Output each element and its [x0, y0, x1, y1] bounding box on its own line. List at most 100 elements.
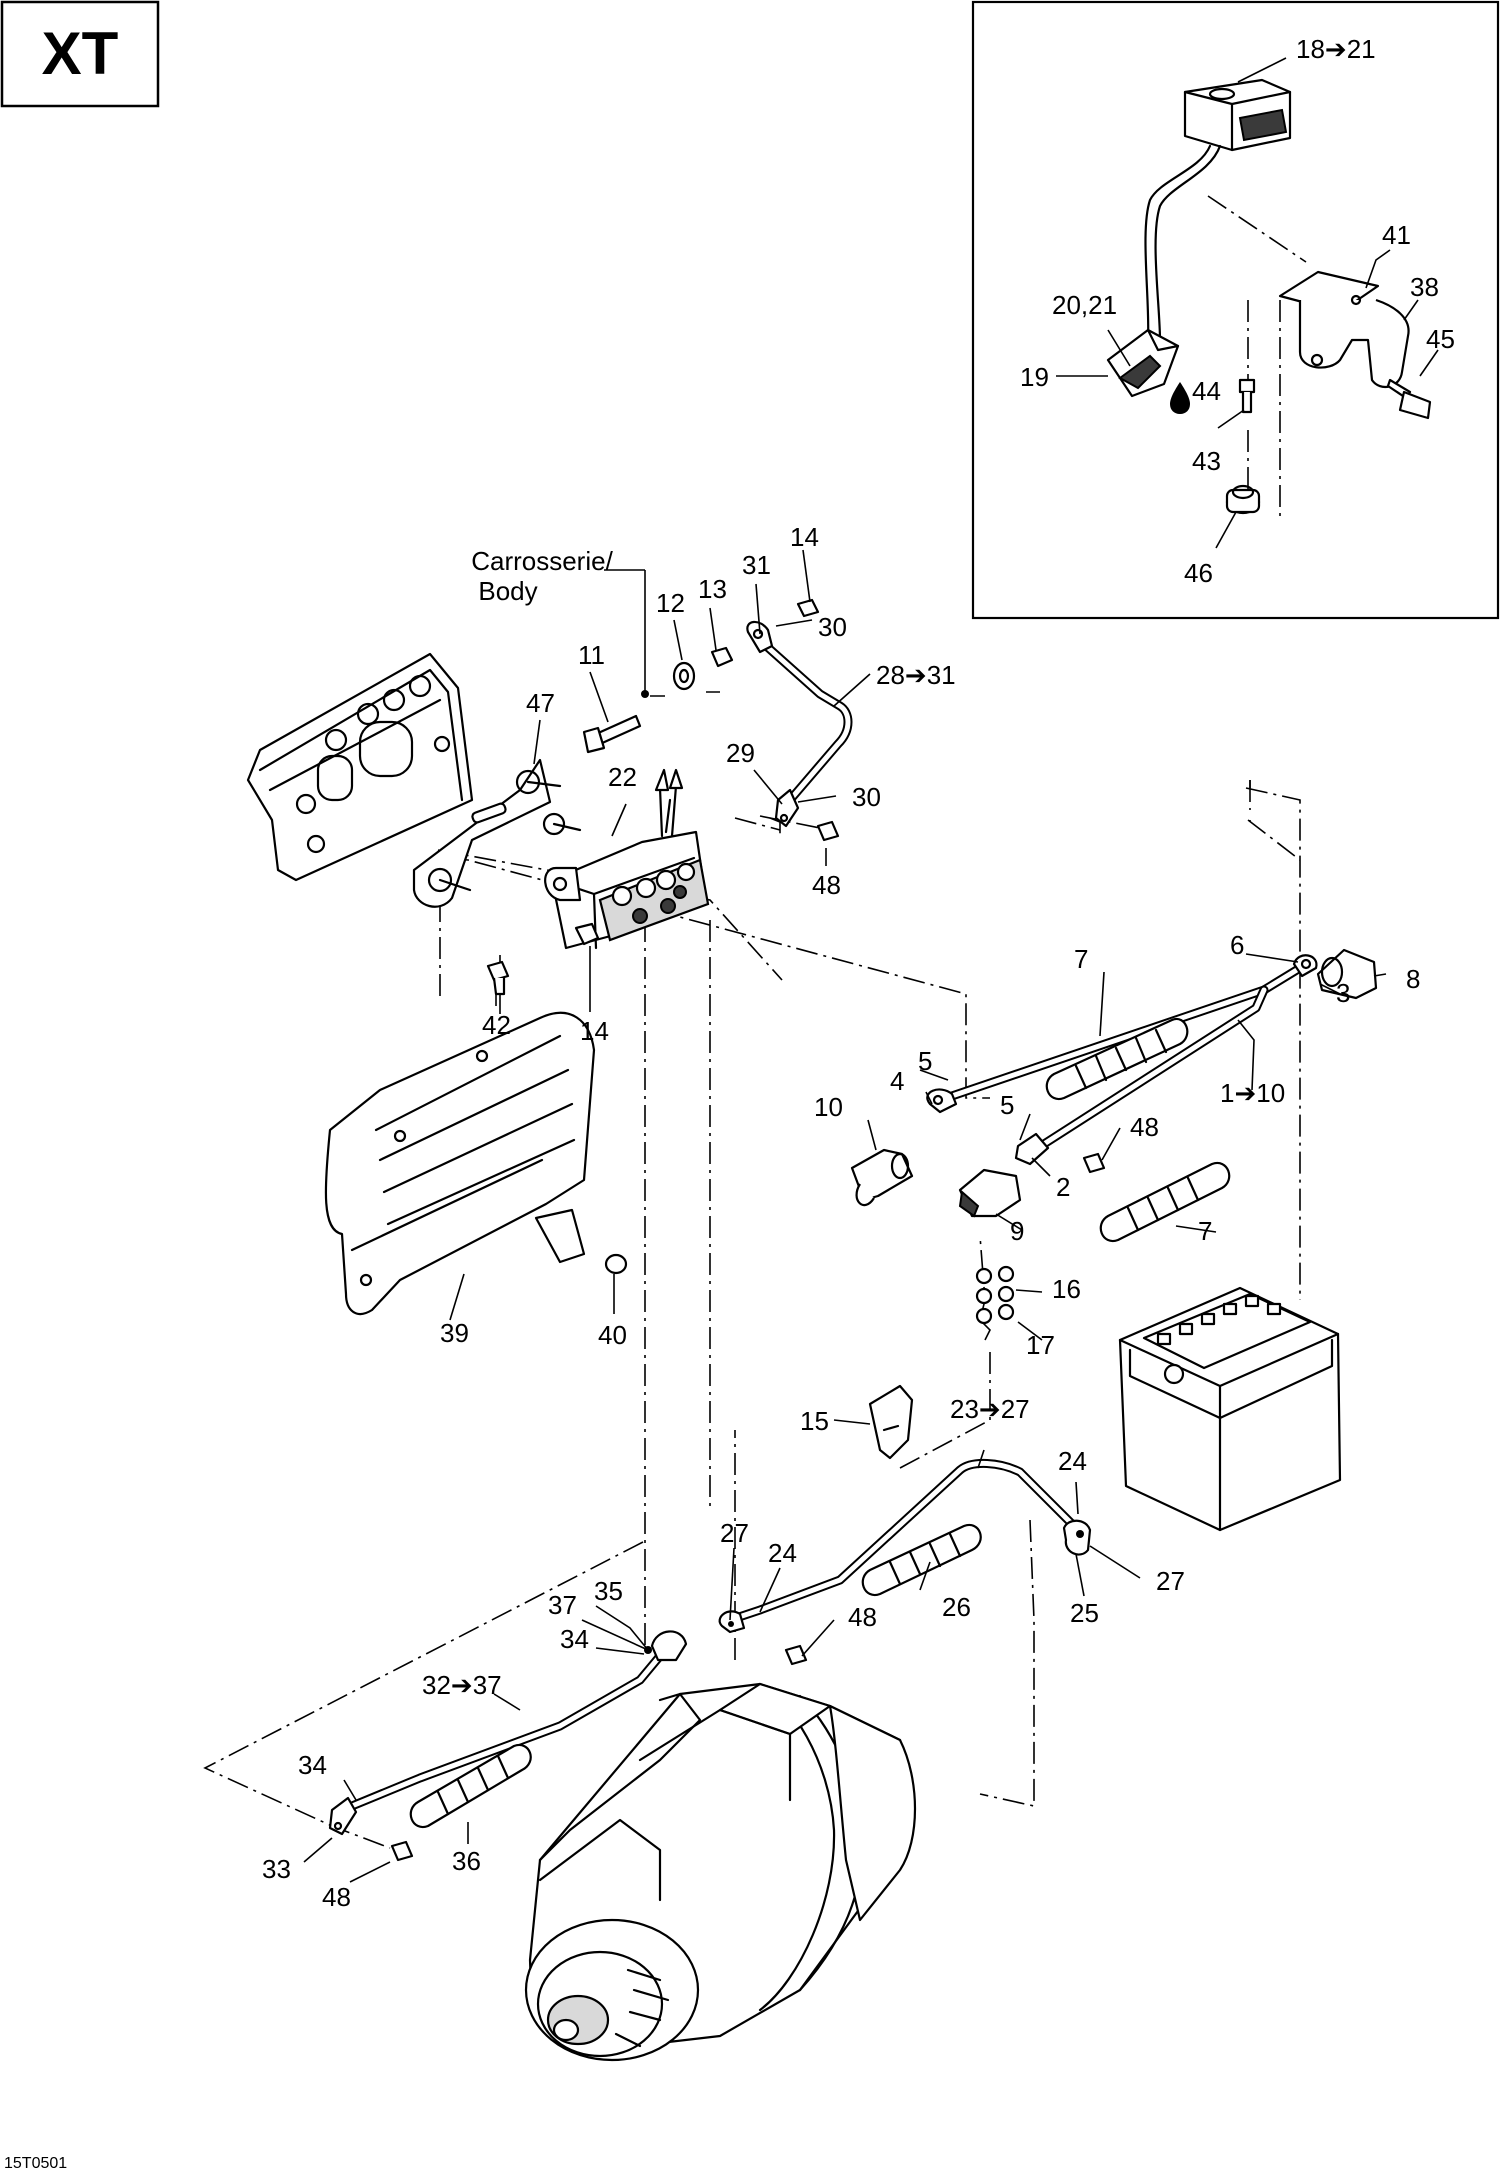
fuse-holder — [868, 1384, 914, 1460]
callout: 4 — [890, 1066, 904, 1096]
callout: 23➔27 — [950, 1394, 1030, 1424]
bolt-11 — [582, 714, 642, 754]
callout: 44 — [1192, 376, 1221, 406]
callout: 42 — [482, 1010, 511, 1040]
callout: 25 — [1070, 1598, 1099, 1628]
callout: 32➔37 — [422, 1670, 502, 1700]
solenoid — [544, 768, 710, 950]
callout: 24 — [768, 1538, 797, 1568]
callout: 40 — [598, 1320, 627, 1350]
callout: 46 — [1184, 558, 1213, 588]
callout: 18➔21 — [1296, 34, 1376, 64]
nut-13 — [710, 646, 734, 668]
callout: 14 — [790, 522, 819, 552]
callout: 17 — [1026, 1330, 1055, 1360]
callout: 43 — [1192, 446, 1221, 476]
callout: 36 — [452, 1846, 481, 1876]
callout: 6 — [1230, 930, 1244, 960]
cable-terminal-29 — [774, 788, 800, 828]
callout: 28➔31 — [876, 660, 956, 690]
starter-motor — [524, 1682, 917, 2062]
callout: 11 — [578, 640, 605, 670]
heat-shield — [324, 1011, 596, 1316]
protective-sleeve-7-top — [1045, 1017, 1189, 1101]
callout-labels: 18➔21 41 38 20,21 45 19 44 43 46 14 31 1… — [262, 34, 1455, 1912]
cable-terminal-6 — [1292, 954, 1318, 978]
nut-48-mid — [1082, 1152, 1106, 1174]
washers-16 — [975, 1265, 1015, 1305]
callout: 7 — [1198, 1216, 1212, 1246]
callout: 39 — [440, 1318, 469, 1348]
callout: 48 — [848, 1602, 877, 1632]
callout: 48 — [812, 870, 841, 900]
callout: 26 — [942, 1592, 971, 1622]
callout: 3 — [1336, 978, 1350, 1008]
protective-sleeve-7-bottom — [1099, 1161, 1231, 1243]
cable-terminal-2 — [1014, 1132, 1050, 1166]
harness-connector — [1106, 328, 1180, 398]
callout: 24 — [1058, 1446, 1087, 1476]
body-note: Carrosserie/ Body — [471, 546, 645, 606]
callout: 9 — [1010, 1216, 1024, 1246]
callout: 38 — [1410, 272, 1439, 302]
mounting-plate — [412, 758, 582, 908]
terminal-cover-9 — [958, 1168, 1022, 1218]
loctite-callout: 44 — [1170, 376, 1221, 414]
cable-terminal-4 — [926, 1088, 958, 1114]
body-panel — [246, 652, 474, 882]
callout: 30 — [852, 782, 881, 812]
callout: 5 — [918, 1046, 932, 1076]
callout: 16 — [1052, 1274, 1081, 1304]
callout: 7 — [1074, 944, 1088, 974]
relay-harness — [1144, 144, 1212, 342]
callout: 37 — [548, 1590, 577, 1620]
cable-terminal-27-right — [1062, 1519, 1092, 1556]
protective-sleeve-26 — [861, 1523, 982, 1597]
ground-cable — [759, 639, 853, 805]
bolt-42 — [486, 960, 510, 996]
cable-terminal-33 — [328, 1796, 358, 1836]
callout: 34 — [560, 1624, 589, 1654]
detail-inset-frame — [971, 0, 1500, 620]
nut-48-low — [784, 1644, 808, 1666]
callout: 45 — [1426, 324, 1455, 354]
screw-43 — [1238, 378, 1256, 414]
nut-48-top — [816, 820, 840, 842]
callout: 14 — [580, 1016, 609, 1046]
callout: 8 — [1406, 964, 1420, 994]
body-note-fr: Carrosserie/ — [471, 546, 613, 576]
callout: 2 — [1056, 1172, 1070, 1202]
nut-14-top — [796, 598, 820, 618]
callout: 30 — [818, 612, 847, 642]
model-badge-text: XT — [42, 20, 119, 87]
callout: 48 — [1130, 1112, 1159, 1142]
callout: 29 — [726, 738, 755, 768]
grommet-46 — [1225, 484, 1261, 515]
callout: 19 — [1020, 362, 1049, 392]
washer-12 — [672, 661, 696, 691]
callout: 13 — [698, 574, 727, 604]
nut-48-bottom — [390, 1840, 414, 1862]
callout: 1➔10 — [1220, 1078, 1285, 1108]
callout: 48 — [322, 1882, 351, 1912]
callout: 31 — [742, 550, 771, 580]
washers-17 — [975, 1303, 1015, 1325]
mounting-bracket — [1278, 270, 1410, 389]
terminal-cover-8 — [1316, 948, 1378, 1000]
callout: 5 — [1000, 1090, 1014, 1120]
callout: 10 — [814, 1092, 843, 1122]
model-badge: XT — [0, 0, 160, 108]
battery — [1118, 1286, 1342, 1532]
callout: 20,21 — [1052, 290, 1117, 320]
cable-terminal-27-left — [718, 1610, 746, 1634]
protective-sleeve-36 — [409, 1743, 532, 1829]
callout: 22 — [608, 762, 637, 792]
callout: 35 — [594, 1576, 623, 1606]
callout: 12 — [656, 588, 685, 618]
bolt-45 — [1386, 378, 1432, 420]
callout: 27 — [1156, 1566, 1185, 1596]
callout: 47 — [526, 688, 555, 718]
callout: 33 — [262, 1854, 291, 1884]
starter-relay-module — [1183, 78, 1292, 152]
